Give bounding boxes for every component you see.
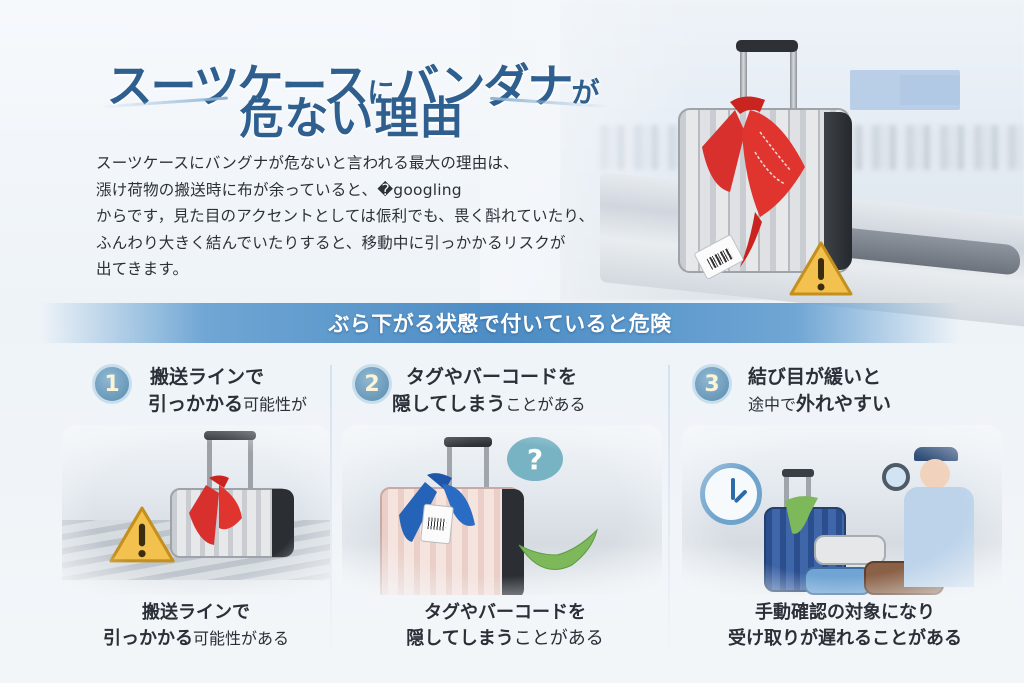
departure-board bbox=[900, 75, 960, 105]
panel-2-illustration: ? bbox=[342, 425, 662, 595]
suitcase-handle-left bbox=[740, 48, 747, 112]
page-title-line2: 危ない理由 bbox=[239, 93, 465, 144]
intro-line: 出てきます。 bbox=[96, 260, 189, 278]
intro-paragraph: スーツケースにバングナが危ないと言われる最大の理由は、 漲け荷物の搬送時に布が余… bbox=[96, 150, 626, 283]
banner-text: ぶら下がる状慇で付いていると危険 bbox=[328, 312, 672, 336]
step-number-2: 2 bbox=[352, 364, 392, 404]
suitcase-handle-right bbox=[790, 48, 797, 112]
intro-line: ふんわり大きく結んでいたりすると、移動中に引っかかるリスクが bbox=[96, 233, 566, 252]
panel-3-illustration bbox=[682, 425, 1002, 595]
suitcase-handle-grip bbox=[736, 40, 798, 52]
section-banner: ぶら下がる状慇で付いていると危険 bbox=[40, 303, 960, 343]
red-bandana-icon bbox=[702, 96, 805, 267]
intro-line: からです，見た目のアクセントとしては侲利でも、畏く酙れていたり、 bbox=[96, 207, 595, 225]
intro-line: 漲け荷物の搬送時に布が余っていると、�googling bbox=[96, 180, 462, 199]
intro-line: スーツケースにバングナが危ないと言われる最大の理由は、 bbox=[96, 154, 519, 172]
step-number-1: 1 bbox=[92, 364, 132, 404]
warning-icon bbox=[789, 241, 853, 296]
panel-1-illustration bbox=[62, 425, 330, 595]
panel-2-caption: タグやバーコードを 隠してしまうことがある bbox=[406, 602, 604, 649]
panel-1-heading: 搬送ラインで 引っかかる可能性が bbox=[148, 366, 308, 415]
panel-3-heading: 結び目が緩いと 途中で外れやすい bbox=[748, 366, 892, 415]
panel-1-caption: 搬送ラインで 引っかかる可能性がある bbox=[102, 602, 289, 649]
panel-3-caption: 手動確認の対象になり 受け取りが遅れることがある bbox=[728, 602, 962, 649]
step-number-3: 3 bbox=[692, 364, 732, 404]
panel-divider bbox=[668, 365, 670, 665]
panel-2-heading: タグやバーコードを 隠してしまうことがある bbox=[392, 366, 586, 415]
panel-divider bbox=[330, 365, 332, 665]
